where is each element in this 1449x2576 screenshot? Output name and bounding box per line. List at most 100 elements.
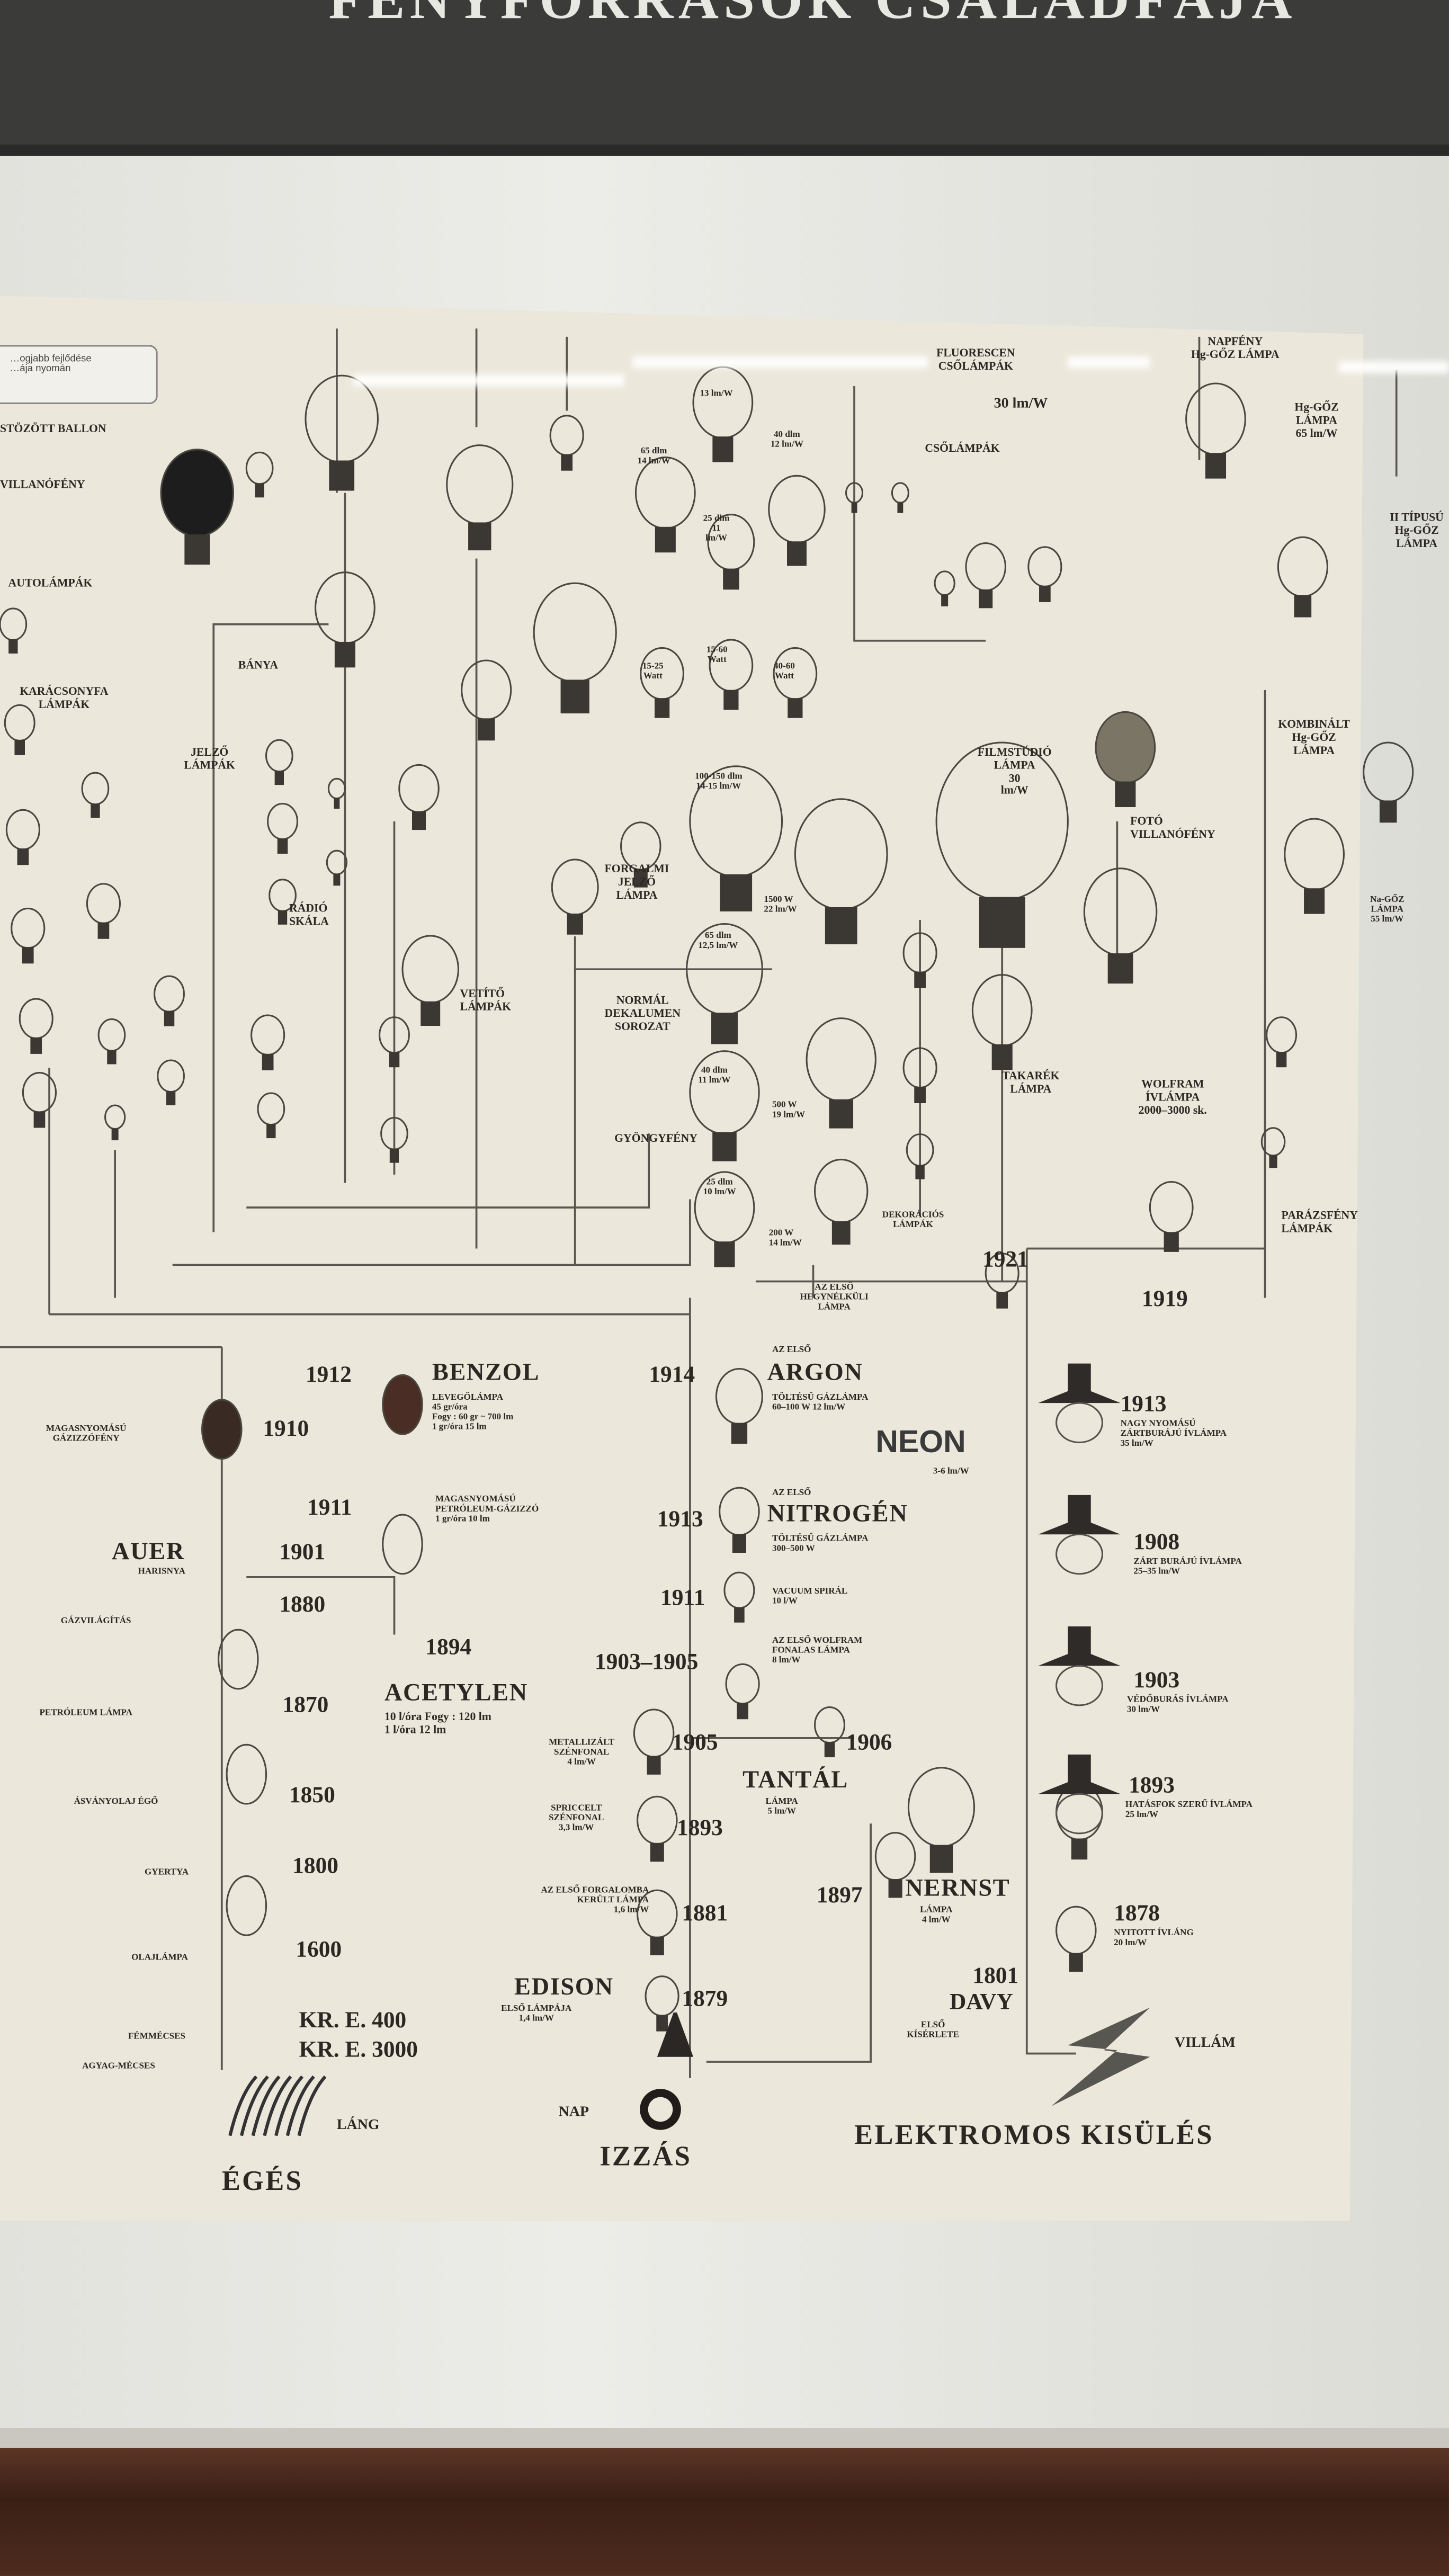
label: NYITOTT ÍVLÁNG 20 lm/W [1114,1928,1194,1949]
label: AGYAG-MÉCSES [82,2062,155,2072]
year-label: 1897 [816,1884,863,1909]
light-bulb-icon [86,883,121,924]
year-label: 1905 [672,1731,718,1757]
light-reflection [1339,361,1449,373]
year-label: 1881 [682,1902,728,1927]
light-bulb-icon [1095,711,1156,784]
bulb-base-icon [647,1756,661,1775]
bulb-base-icon [1304,888,1325,914]
tantal-heading: TANTÁL [743,1767,848,1794]
label: VÉDŐBURÁS ÍVLÁMPA 30 lm/W [1126,1695,1229,1715]
light-reflection [1068,356,1150,368]
arc-lamp-globe-icon [1056,1533,1103,1575]
year-label: 1911 [660,1587,705,1612]
label: GYÖNGYFÉNY [614,1132,697,1146]
light-bulb-icon [401,935,460,1004]
label: SPRICCELT SZÉNFONAL 3,3 lm/W [549,1803,604,1834]
flame-icon [228,2075,258,2136]
flame-icon [274,2075,304,2136]
connector-line [1025,1248,1076,2055]
benzol-heading: BENZOL [432,1360,540,1387]
label: HARISNYA [138,1567,186,1577]
year-label: 1913 [657,1508,703,1533]
light-bulb-icon [689,1050,760,1135]
bulb-base-icon [97,922,110,939]
lang-label: LÁNG [336,2116,380,2133]
label: MAGASNYOMÁSÚ PETRÓLEUM-GÁZIZZÓ 1 gr/óra … [435,1495,539,1525]
year-label: 1893 [1129,1774,1175,1799]
label: AZ ELSŐ [772,1345,811,1356]
year-label: 1800 [292,1855,339,1880]
bulb-base-icon [929,1845,953,1873]
bulb-base-icon [14,739,25,755]
label: NAGY NYOMÁSÚ ZÁRTBURÁJÚ ÍVLÁMPA 35 lm/W [1120,1419,1227,1450]
bulb-base-icon [8,639,18,654]
bulb-base-icon [788,698,803,718]
light-bulb-icon [692,366,754,439]
label: FOTÓ VILLANÓFÉNY [1130,815,1215,841]
bulb-base-icon [567,914,583,935]
villam-label: VILLÁM [1174,2034,1236,2051]
bulb-base-icon [915,1165,925,1179]
bulb-base-icon [831,1221,851,1245]
light-bulb-icon [446,444,514,525]
bulb-base-icon [731,1423,748,1444]
eges-root-heading: ÉGÉS [221,2165,303,2197]
light-bulb-icon [719,1487,760,1536]
year-label: 1912 [305,1363,352,1389]
bulb-base-icon [91,803,100,818]
label: VETÍTŐ LÁMPÁK [460,987,512,1014]
label: 10 l/óra Fogy : 120 lm 1 l/óra 12 lm [384,1710,491,1737]
light-bulb-icon [551,858,599,916]
light-bulb-icon [806,1017,876,1102]
light-bulb-icon [725,1663,760,1705]
elektromos-kisules-root-heading: ELEKTROMOS KISÜLÉS [854,2119,1214,2151]
bulb-base-icon [166,1091,176,1106]
light-bulb-icon [1277,536,1328,597]
label: ZÁRT BURÁJÚ ÍVLÁMPA 25–35 lm/W [1133,1557,1242,1578]
poster-title: FÉNYFORRÁSOK CSALÁDFÁJA [328,0,1297,31]
label: 65 dlm 14 lm/W [637,446,670,467]
label: BÁNYA [238,658,279,672]
bulb-base-icon [389,1052,400,1068]
bulb-base-icon [17,848,29,865]
arc-lamp-icon [1068,1626,1091,1656]
connector-line [212,623,329,1232]
bulb-base-icon [107,1050,117,1065]
label: GÁZVILÁGÍTÁS [60,1616,131,1626]
bulb-base-icon [829,1099,854,1129]
bulb-base-icon [737,1703,748,1720]
label: 65 dlm 12,5 lm/W [698,931,738,952]
bulb-base-icon [732,1534,746,1553]
connector-line [853,542,986,642]
year-label: 1600 [296,1938,342,1963]
year-label: 1913 [1120,1393,1167,1418]
light-bulb-icon [19,998,53,1040]
bulb-base-icon [914,971,926,988]
neon-heading: NEON [875,1426,966,1461]
nap-label: NAP [558,2103,589,2119]
light-bulb-icon [265,739,293,773]
label: AUTOLÁMPÁK [8,576,93,590]
nitrogen-heading: NITROGÉN [767,1501,908,1528]
arc-lamp-hood-icon [1038,1777,1121,1794]
bulb-base-icon [996,1292,1008,1309]
bulb-base-icon [991,1044,1013,1070]
light-bulb-icon [634,457,696,530]
flame-icon [297,2075,327,2136]
bulb-base-icon [723,690,739,710]
label: 15-25 Watt [642,662,664,682]
bulb-base-icon [656,2015,668,2032]
bulb-base-icon [1205,453,1227,479]
label: KOMBINÁLT Hg-GŐZ LÁMPA [1278,718,1350,757]
label: VILLANÓFÉNY [0,478,85,491]
light-bulb-icon [1083,867,1158,956]
bulb-base-icon [1276,1052,1287,1068]
arc-lamp-globe-icon [1056,1665,1103,1706]
year-label: 1903 [1133,1669,1180,1694]
connector-line [246,1576,396,1635]
year-label: 1850 [289,1784,335,1809]
connector-line [706,1823,872,2063]
bulb-base-icon [1107,953,1133,984]
bulb-base-icon [655,526,676,553]
